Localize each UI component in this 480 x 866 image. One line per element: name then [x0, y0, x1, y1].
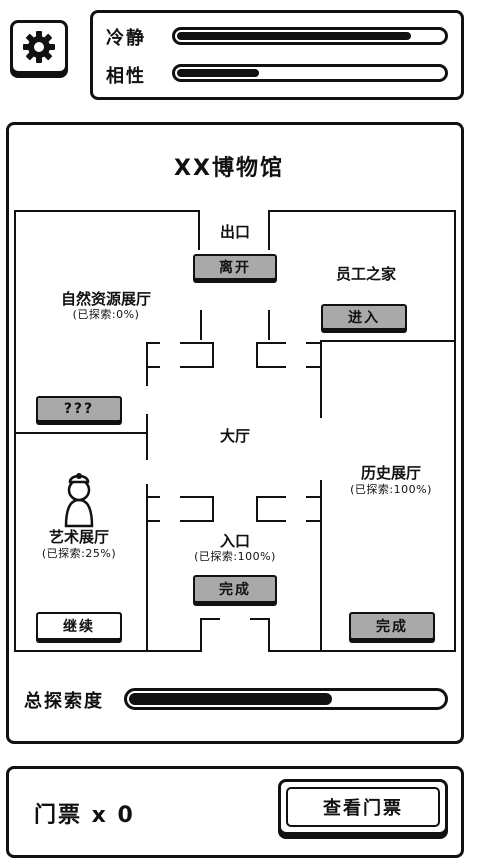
entrance-label: 入口: [219, 532, 250, 550]
affinity-bar-fill: [177, 69, 260, 77]
leave-button[interactable]: 离开: [193, 254, 277, 280]
entrance-explored: (已探索:100%): [194, 550, 276, 563]
art-hall-explored: (已探索:25%): [41, 547, 117, 560]
ticket-count: 门票 x 0: [34, 803, 135, 828]
calm-bar: [172, 27, 448, 45]
player-character-icon: [64, 473, 94, 528]
staff-room-label: 员工之家: [335, 265, 396, 283]
history-hall-complete-button[interactable]: 完成: [349, 612, 435, 640]
history-hall-label: 历史展厅: [360, 464, 421, 482]
total-exploration-label: 总探索度: [24, 691, 104, 712]
stats-panel: [90, 10, 464, 100]
lobby-label: 大厅: [219, 427, 250, 445]
entrance-complete-button[interactable]: 完成: [193, 575, 277, 603]
calm-label: 冷静: [106, 28, 146, 49]
art-hall-continue-button[interactable]: 继续: [36, 612, 122, 640]
view-tickets-button[interactable]: 查看门票: [278, 779, 448, 835]
total-exploration-bar: [124, 688, 448, 710]
enter-staff-room-button[interactable]: 进入: [321, 304, 407, 330]
history-hall-explored: (已探索:100%): [350, 483, 432, 496]
settings-button[interactable]: [4, 14, 74, 82]
art-hall-label: 艺术展厅: [48, 528, 109, 546]
total-exploration-bar-fill: [129, 693, 332, 705]
affinity-bar: [172, 64, 448, 82]
view-tickets-label: 查看门票: [286, 787, 440, 827]
nature-hall-label: 自然资源展厅: [60, 290, 151, 308]
calm-bar-fill: [177, 32, 411, 40]
museum-title: XX博物馆: [174, 156, 284, 181]
nature-hall-button[interactable]: ???: [36, 396, 122, 422]
exit-label: 出口: [219, 223, 250, 241]
gear-icon: [23, 31, 55, 63]
nature-hall-explored: (已探索:0%): [72, 308, 140, 321]
affinity-label: 相性: [106, 66, 146, 87]
